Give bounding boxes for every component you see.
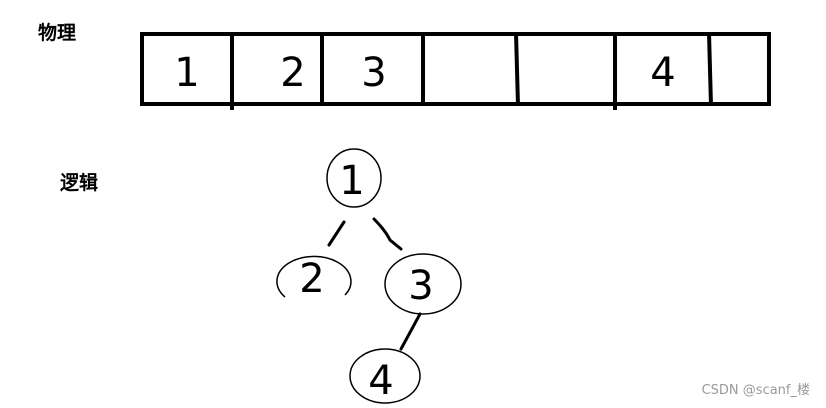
watermark: CSDN @scanf_楼 xyxy=(701,383,810,398)
logical-tree: 1 2 3 4 xyxy=(276,148,462,404)
logical-label: 逻辑 xyxy=(60,172,99,194)
array-cell-value: 3 xyxy=(361,50,386,96)
tree-node-value: 3 xyxy=(408,263,433,309)
physical-array: 1 2 3 4 xyxy=(140,32,771,110)
tree-node xyxy=(326,148,382,208)
array-outline xyxy=(140,32,771,106)
tree-node-value: 4 xyxy=(368,358,393,404)
tree-node xyxy=(349,348,421,404)
tree-edge xyxy=(399,312,422,351)
tree-node xyxy=(276,255,352,298)
array-divider xyxy=(707,32,713,107)
array-cell-value: 4 xyxy=(650,50,675,96)
array-cell-value: 2 xyxy=(280,50,305,96)
array-cell-value: 1 xyxy=(174,50,199,96)
array-divider xyxy=(514,32,520,107)
tree-node-value: 2 xyxy=(299,256,324,302)
tree-node xyxy=(384,253,462,315)
physical-label: 物理 xyxy=(38,22,77,44)
tree-node-value: 1 xyxy=(339,158,364,204)
tree-edge xyxy=(372,217,403,251)
tree-edge xyxy=(327,220,346,247)
